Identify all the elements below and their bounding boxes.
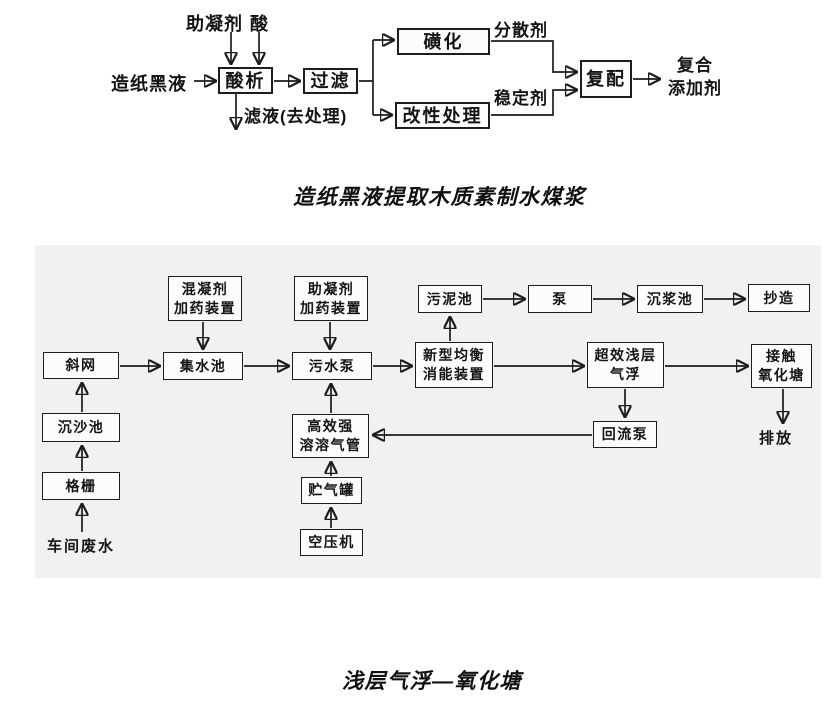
node-gas-storage-tank-text: 贮气罐: [308, 482, 355, 498]
node-sewage-pump: 污水泵: [292, 352, 372, 380]
node-return-pump: 回流泵: [593, 421, 657, 448]
node-sand-settling-pool: 沉沙池: [42, 413, 120, 442]
filtrate-label: 滤液(去处理): [244, 107, 348, 126]
composite-additive-line2: 添加剂: [668, 79, 722, 98]
node-shallow-air-flotation-line1: 超效浅层: [594, 347, 657, 363]
node-bar-screen: 格栅: [42, 472, 120, 500]
node-coagulant-doser: 混凝剂 加药装置: [168, 276, 242, 321]
black-liquor-label: 造纸黑液: [111, 74, 187, 94]
node-dissolved-air-unit: 高效强 溶溶气管: [292, 414, 369, 458]
node-dissolved-air-unit-line1: 高效强: [307, 418, 354, 434]
node-air-compressor-text: 空压机: [308, 534, 355, 550]
diagram1-caption: 造纸黑液提取木质素制水煤浆: [293, 186, 586, 209]
node-energy-dissipator-line2: 消能装置: [423, 366, 485, 382]
node-acid-precipitation-text: 酸析: [225, 70, 266, 91]
node-papermaking-text: 抄造: [763, 289, 795, 306]
coagulant-aid-label: 助凝剂: [186, 14, 243, 34]
composite-additive-label: 复合 添加剂: [664, 54, 726, 100]
node-coagulant-doser-line1: 混凝剂: [181, 280, 229, 297]
stabilizer-label: 稳定剂: [494, 89, 548, 108]
node-aid-doser-line2: 加药装置: [300, 299, 362, 316]
node-sulfonation: 磺化: [397, 28, 490, 55]
node-pulp-settling-pool-text: 沉浆池: [646, 290, 694, 307]
node-acid-precipitation: 酸析: [218, 67, 273, 94]
node-contact-oxidation-pond-line2: 氧化塘: [758, 367, 805, 383]
node-sludge-pool-text: 污泥池: [426, 290, 474, 307]
node-pump-text: 泵: [552, 290, 568, 307]
node-inclined-screen-text: 斜网: [65, 357, 97, 373]
node-energy-dissipator-line1: 新型均衡: [423, 347, 485, 363]
node-gas-storage-tank: 贮气罐: [301, 477, 362, 504]
node-compounding: 复配: [580, 60, 632, 98]
node-dissolved-air-unit-line2: 溶溶气管: [299, 437, 362, 453]
node-sewage-pump-text: 污水泵: [308, 357, 356, 374]
node-sulfonation-text: 磺化: [423, 31, 464, 52]
node-papermaking: 抄造: [748, 284, 810, 312]
node-modification: 改性处理: [395, 102, 490, 129]
composite-additive-line1: 复合: [677, 56, 713, 75]
node-pulp-settling-pool: 沉浆池: [637, 285, 703, 313]
arrow-sulfonation-to-compounding: [491, 40, 576, 72]
acid-label: 酸: [250, 14, 269, 34]
node-air-compressor: 空压机: [300, 529, 363, 556]
node-return-pump-text: 回流泵: [601, 426, 649, 442]
diagram2-caption: 浅层气浮—氧化塘: [342, 670, 522, 693]
node-modification-text: 改性处理: [402, 105, 483, 126]
workshop-wastewater-label: 车间废水: [47, 538, 116, 555]
dispersant-label: 分散剂: [494, 21, 548, 40]
node-sand-settling-pool-text: 沉沙池: [57, 419, 105, 435]
node-bar-screen-text: 格栅: [65, 477, 97, 494]
node-shallow-air-flotation-line2: 气浮: [610, 366, 641, 382]
node-inclined-screen: 斜网: [43, 352, 119, 379]
node-pump: 泵: [528, 285, 592, 313]
node-collecting-pool: 集水池: [163, 352, 243, 380]
node-aid-doser: 助凝剂 加药装置: [294, 276, 368, 321]
node-filtration: 过滤: [303, 68, 358, 94]
discharge-label: 排放: [759, 430, 794, 447]
node-compounding-text: 复配: [586, 69, 626, 89]
node-collecting-pool-text: 集水池: [179, 357, 227, 374]
node-contact-oxidation-pond: 接触 氧化塘: [751, 344, 812, 388]
node-energy-dissipator: 新型均衡 消能装置: [415, 342, 493, 388]
node-shallow-air-flotation: 超效浅层 气浮: [587, 342, 664, 388]
node-coagulant-doser-line2: 加药装置: [174, 299, 236, 316]
line-filtration-branch: [359, 40, 374, 115]
node-sludge-pool: 污泥池: [418, 285, 482, 313]
node-contact-oxidation-pond-line1: 接触: [766, 348, 797, 364]
node-filtration-text: 过滤: [310, 71, 351, 91]
node-aid-doser-line1: 助凝剂: [307, 280, 355, 297]
